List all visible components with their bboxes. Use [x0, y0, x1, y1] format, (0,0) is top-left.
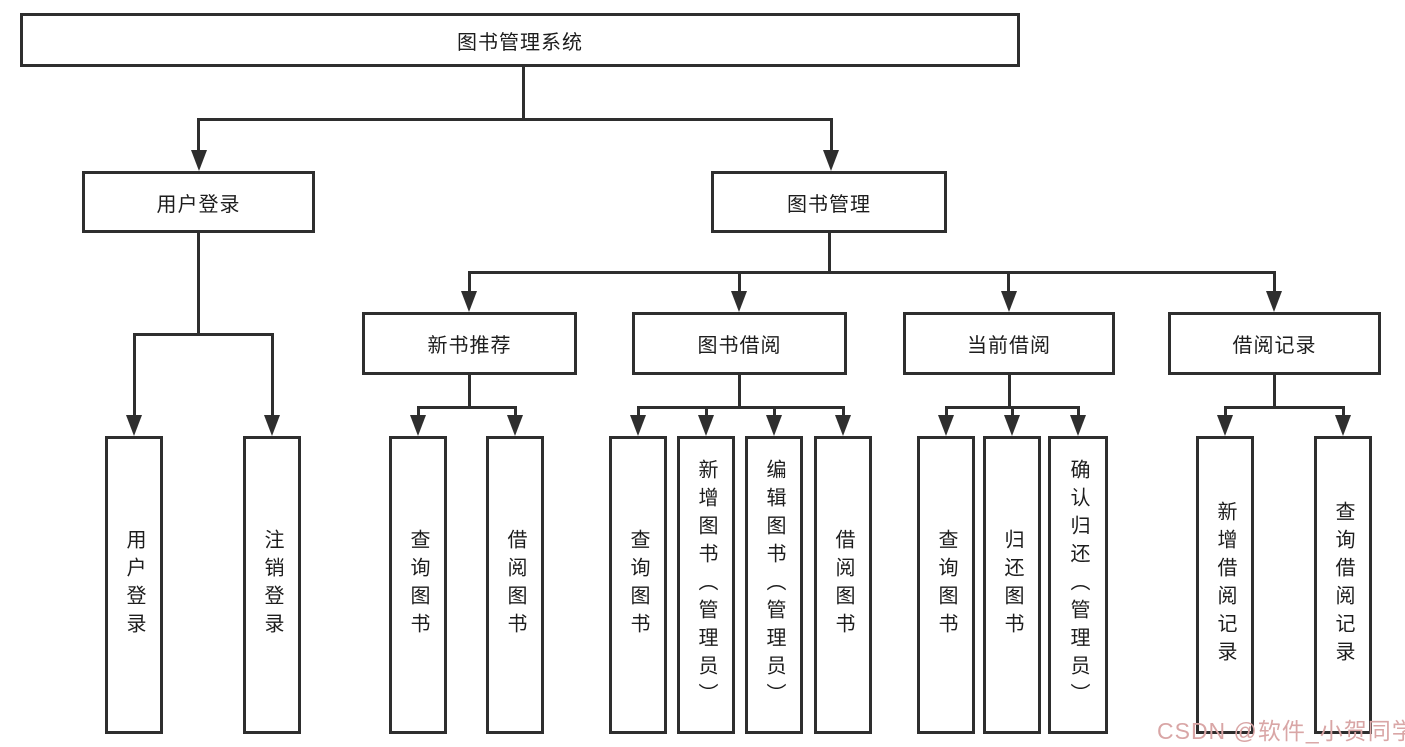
connector-sectionB-rail: [636, 406, 845, 409]
connector-drop-book-mgmt: [829, 118, 833, 154]
connector-drop-user-login: [197, 118, 200, 154]
arrowhead-leaf: [1217, 415, 1233, 436]
connector-userlogin-rail: [132, 333, 274, 336]
leaf-borrow-edit-admin: 编辑图书（管理员）: [745, 436, 803, 734]
leaf-logout-label: 注销登录: [261, 529, 283, 641]
leaf-user-login: 用户登录: [105, 436, 163, 734]
arrowhead-leaf: [126, 415, 142, 436]
leaf-query-borrow-record-label: 查询借阅记录: [1332, 501, 1354, 669]
arrowhead-user-login: [190, 150, 207, 171]
watermark: CSDN @软件_小贺同学: [1157, 718, 1405, 744]
arrowhead-leaf: [410, 415, 426, 436]
leaf-confirm-return-admin-label: 确认归还（管理员）: [1067, 459, 1089, 711]
arrowhead-book-mgmt: [823, 150, 839, 171]
leaf-user-login-label: 用户登录: [123, 529, 145, 641]
connector-drop-leaf: [416, 406, 420, 420]
arrowhead-section: [1266, 291, 1282, 312]
node-user-login-label: 用户登录: [156, 193, 241, 216]
node-new-book-recommend-label: 新书推荐: [427, 335, 512, 357]
connector-drop-leaf: [132, 333, 136, 419]
leaf-query-borrow-record: 查询借阅记录: [1314, 436, 1372, 734]
leaf-borrow-edit-admin-label: 编辑图书（管理员）: [763, 459, 785, 711]
connector-drop-section: [1007, 271, 1010, 295]
arrowhead-section: [1000, 291, 1017, 312]
arrowhead-leaf: [1335, 415, 1351, 436]
leaf-return-book-label: 归还图书: [1001, 529, 1023, 641]
leaf-borrow-query-label: 查询图书: [627, 529, 649, 641]
connector-drop-leaf: [636, 406, 640, 420]
connector-sectionA-rail: [416, 406, 517, 409]
connector-drop-leaf: [270, 333, 274, 419]
node-book-management-label: 图书管理: [787, 193, 871, 216]
leaf-add-borrow-record: 新增借阅记录: [1196, 436, 1254, 734]
arrowhead-section: [731, 291, 747, 312]
arrowhead-leaf: [938, 415, 954, 436]
node-new-book-recommend: 新书推荐: [362, 312, 577, 375]
node-current-borrow: 当前借阅: [903, 312, 1115, 375]
connector-sectionD-rail: [1223, 406, 1345, 409]
connector-drop-section: [467, 271, 471, 295]
leaf-newbook-borrow-label: 借阅图书: [504, 529, 526, 641]
arrowhead-leaf: [507, 415, 523, 436]
connector-sectionB-stem: [738, 374, 741, 409]
connector-drop-section: [737, 271, 741, 295]
node-root: 图书管理系统: [20, 13, 1020, 67]
connector-sectionA-stem: [467, 374, 471, 409]
arrowhead-leaf: [1070, 415, 1086, 436]
leaf-current-query-label: 查询图书: [935, 529, 957, 641]
arrowhead-leaf: [698, 415, 714, 436]
connector-drop-leaf: [841, 406, 845, 420]
connector-bookmgmt-stem: [827, 232, 831, 274]
node-user-login: 用户登录: [82, 171, 315, 233]
node-book-management: 图书管理: [711, 171, 947, 233]
node-book-borrow-label: 图书借阅: [697, 335, 782, 357]
leaf-borrow-book: 借阅图书: [814, 436, 872, 734]
arrowhead-leaf: [1004, 415, 1020, 436]
node-borrow-records: 借阅记录: [1168, 312, 1381, 375]
arrowhead-leaf: [630, 415, 646, 436]
connector-drop-leaf: [513, 406, 517, 420]
leaf-current-query: 查询图书: [917, 436, 975, 734]
leaf-borrow-add-admin-label: 新增图书（管理员）: [695, 459, 717, 711]
leaf-newbook-borrow: 借阅图书: [486, 436, 544, 734]
connector-sectionD-stem: [1273, 374, 1276, 409]
connector-userlogin-stem: [197, 232, 200, 336]
arrowhead-section: [461, 291, 477, 312]
arrowhead-leaf: [766, 415, 782, 436]
leaf-add-borrow-record-label: 新增借阅记录: [1214, 501, 1236, 669]
connector-drop-leaf: [704, 406, 708, 420]
connector-drop-leaf: [1341, 406, 1345, 420]
connector-root-stem: [521, 67, 525, 121]
connector-drop-leaf: [1010, 406, 1014, 420]
connector-bookmgmt-rail: [467, 271, 1276, 274]
node-root-label: 图书管理系统: [457, 31, 583, 54]
arrowhead-leaf: [835, 415, 851, 436]
connector-drop-leaf: [944, 406, 948, 420]
connector-drop-leaf: [772, 406, 776, 420]
connector-drop-leaf: [1076, 406, 1080, 420]
leaf-borrow-add-admin: 新增图书（管理员）: [677, 436, 735, 734]
node-current-borrow-label: 当前借阅: [967, 335, 1051, 357]
node-borrow-records-label: 借阅记录: [1232, 335, 1317, 357]
connector-sectionC-stem: [1007, 374, 1011, 409]
leaf-newbook-query-label: 查询图书: [407, 529, 429, 641]
leaf-return-book: 归还图书: [983, 436, 1041, 734]
leaf-newbook-query: 查询图书: [389, 436, 447, 734]
leaf-confirm-return-admin: 确认归还（管理员）: [1048, 436, 1108, 734]
connector-drop-section: [1272, 271, 1276, 295]
connector-drop-leaf: [1223, 406, 1227, 420]
node-book-borrow: 图书借阅: [632, 312, 847, 375]
leaf-borrow-book-label: 借阅图书: [832, 529, 854, 641]
arrowhead-leaf: [264, 415, 280, 436]
leaf-logout: 注销登录: [243, 436, 301, 734]
leaf-borrow-query: 查询图书: [609, 436, 667, 734]
connector-root-rail: [197, 118, 833, 121]
